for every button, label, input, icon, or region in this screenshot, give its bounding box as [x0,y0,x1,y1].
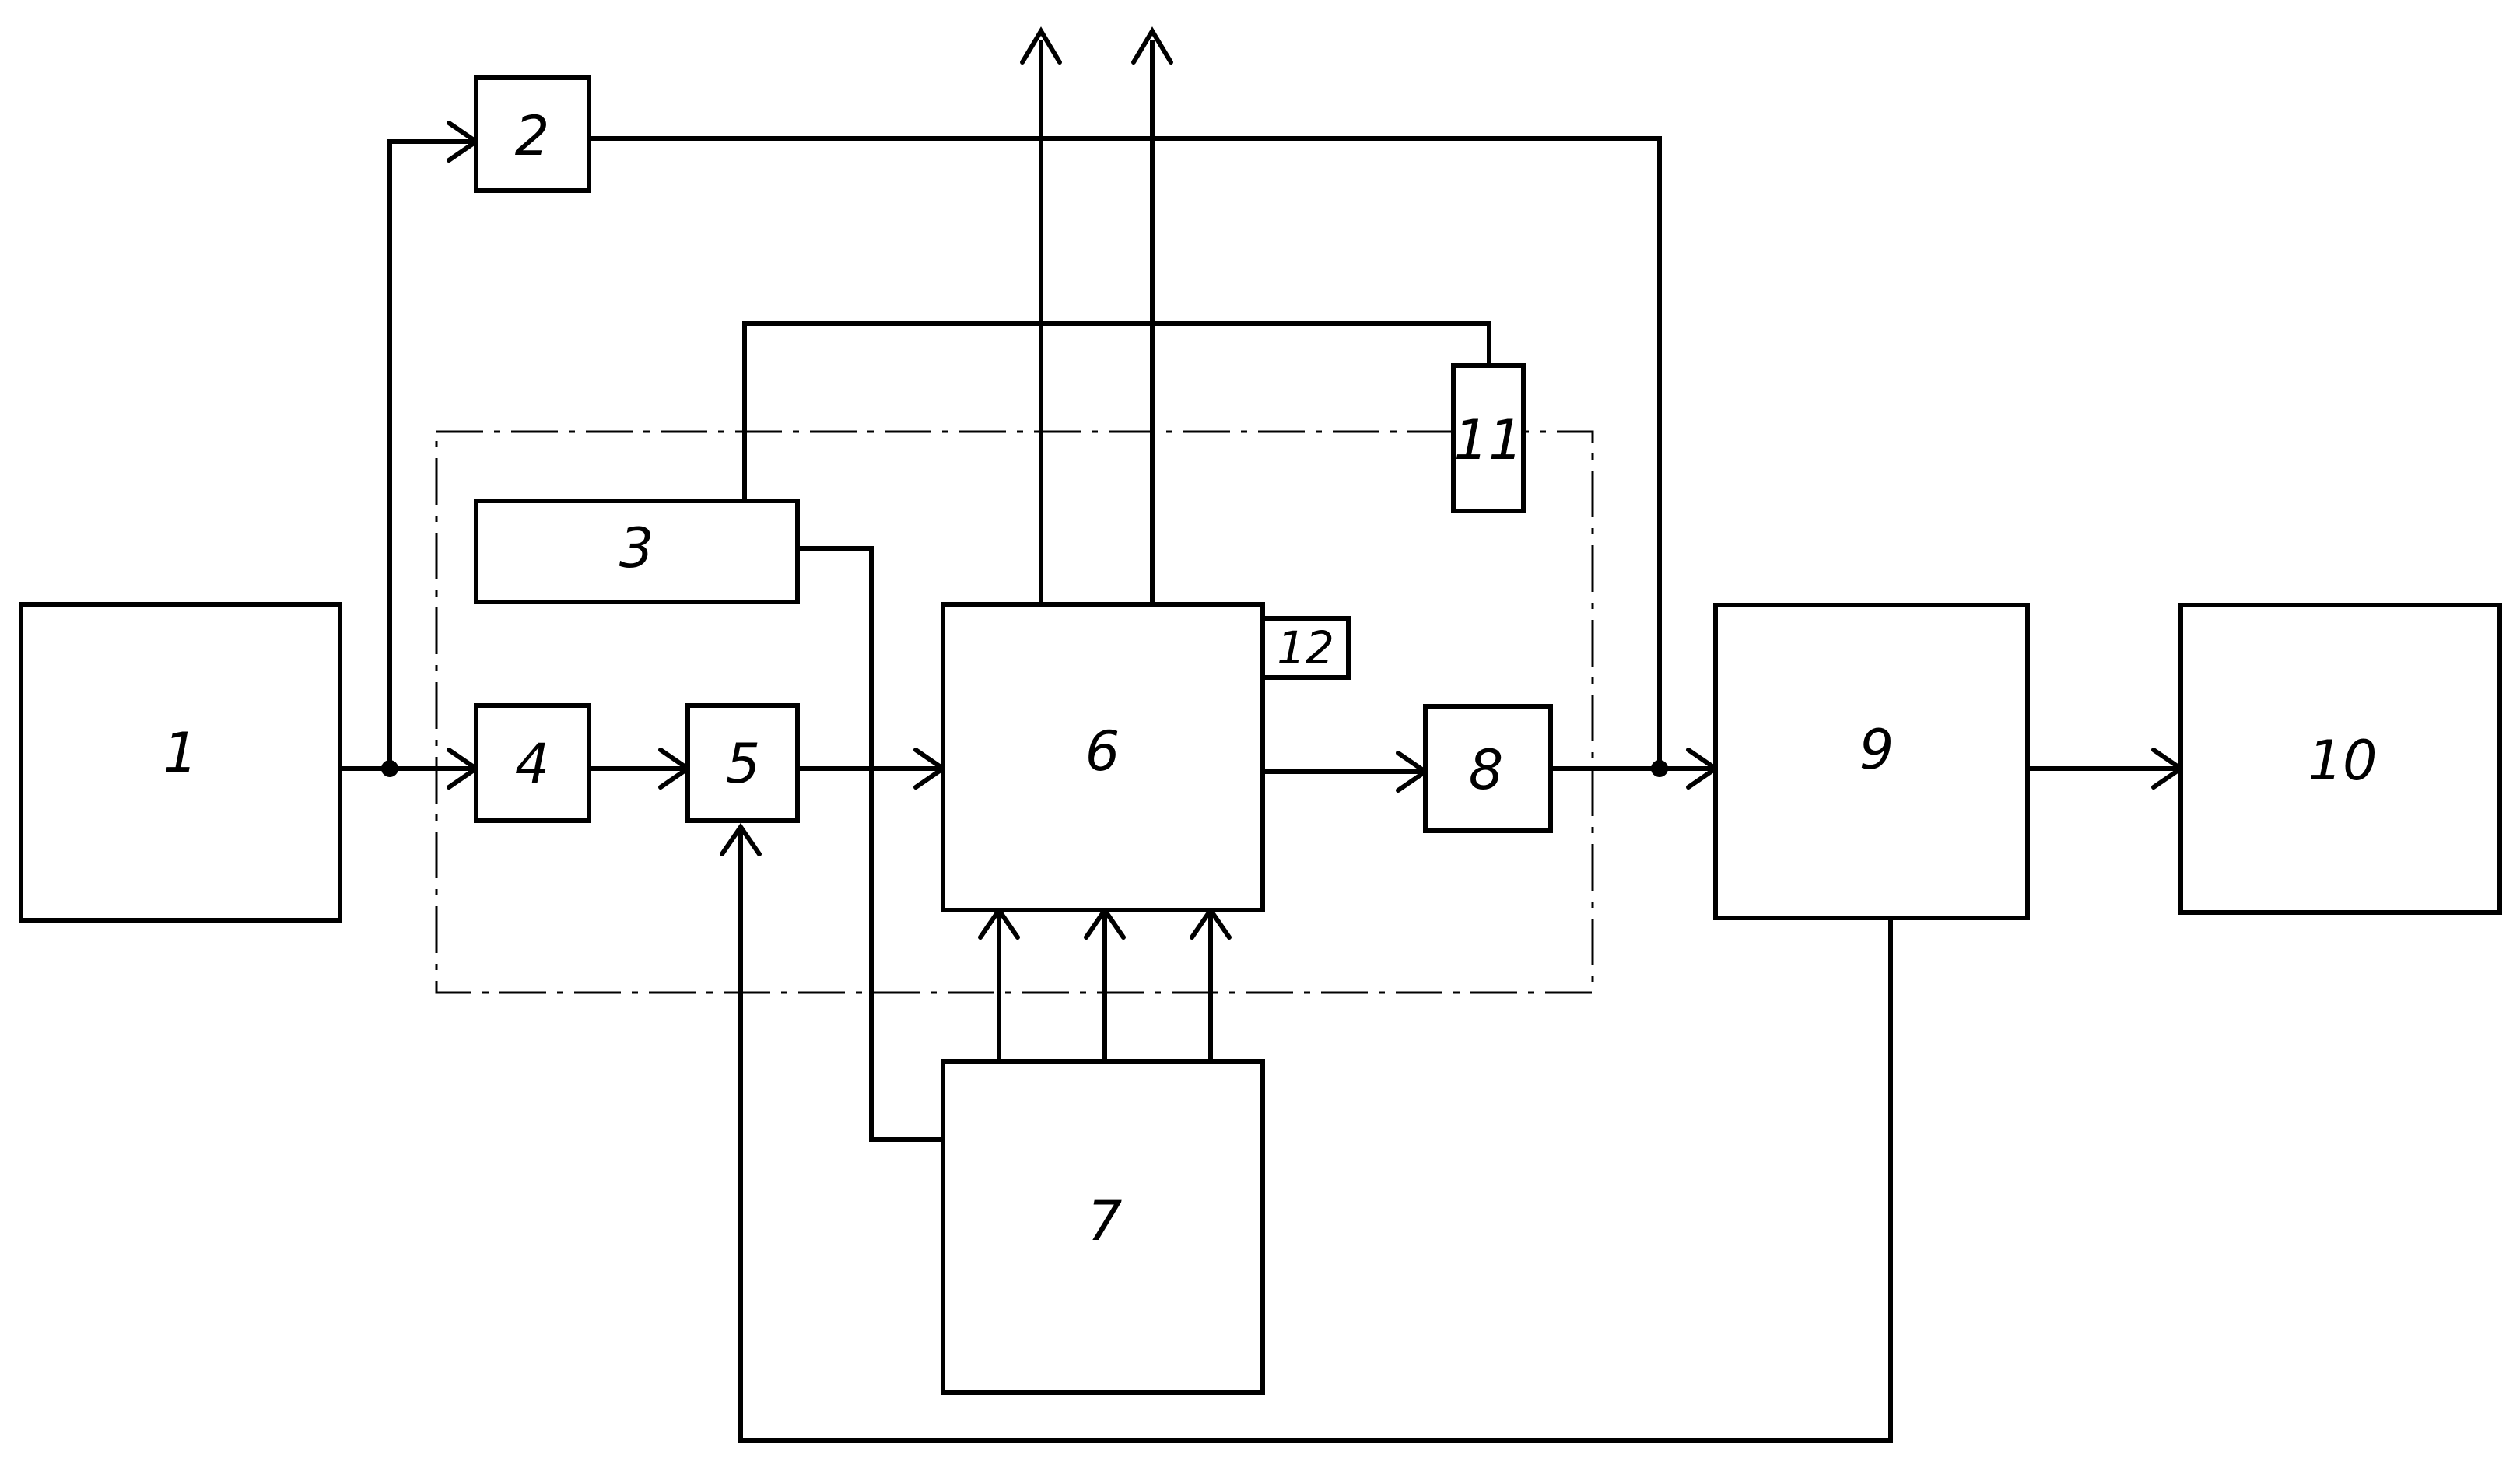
block-3: 3 [476,501,797,602]
block-6: 6 [943,604,1263,910]
block-12: 12 [1263,618,1348,677]
wire-9-feedback-to-5 [741,828,1891,1441]
block-6-label: 6 [1085,719,1120,783]
block-10-label: 10 [2308,729,2377,793]
junction-dot-right [1651,760,1668,777]
block-4: 4 [476,705,589,821]
block-8-label: 8 [1469,738,1504,802]
block-8: 8 [1425,706,1551,831]
block-1-label: 1 [163,721,198,785]
block-10: 10 [2181,605,2500,912]
block-1: 1 [21,604,340,920]
block-11-label: 11 [1453,408,1523,472]
block-5: 5 [688,705,797,821]
junction-dot-left [381,760,398,777]
wire-junction-to-2 [390,142,476,769]
block-11: 11 [1453,366,1523,511]
block-3-label: 3 [619,516,654,580]
block-9: 9 [1716,605,2028,918]
block-12-label: 12 [1277,621,1334,674]
wire-3-to-7 [797,548,943,1140]
block-2: 2 [476,78,589,191]
block-5-label: 5 [726,732,761,796]
block-4-label: 4 [515,732,550,796]
wire-3-to-11 [745,324,1489,501]
block-7: 7 [943,1062,1263,1392]
block-9-label: 9 [1859,718,1894,782]
block-2-label: 2 [515,104,550,168]
block-7-label: 7 [1088,1189,1123,1253]
